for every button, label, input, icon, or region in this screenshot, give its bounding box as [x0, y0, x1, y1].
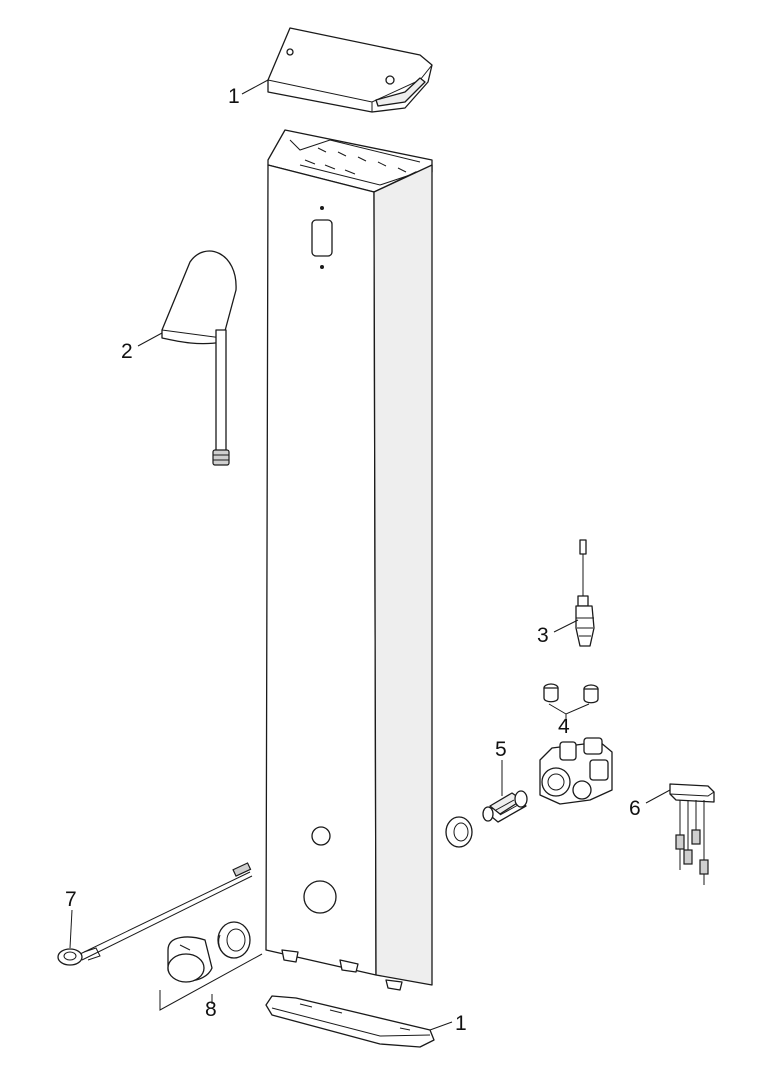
- callout-4: 4: [558, 715, 570, 738]
- panel-body: [265, 129, 433, 991]
- callout-6: 6: [629, 797, 641, 820]
- leader-lines: [69, 79, 671, 1031]
- callout-5: 5: [495, 738, 507, 761]
- top-lid: [267, 27, 433, 113]
- push-button: [57, 862, 253, 966]
- check-valves: [543, 683, 599, 704]
- callout-1-bottom: 1: [455, 1012, 467, 1035]
- spout: [161, 250, 237, 466]
- callout-8: 8: [205, 998, 217, 1021]
- cable-connector: [669, 783, 715, 885]
- base-cover: [265, 995, 435, 1048]
- thermostatic-cartridge: [445, 790, 528, 848]
- valve-housing: [539, 737, 613, 805]
- callout-7: 7: [65, 888, 77, 911]
- callout-3: 3: [537, 624, 549, 647]
- callout-2: 2: [121, 340, 133, 363]
- solenoid-valve: [575, 539, 595, 647]
- callout-labels: 1 2 3 4 5 6 7 8 1: [65, 85, 641, 1035]
- handle-set: [167, 921, 251, 983]
- callout-1-top: 1: [228, 85, 240, 108]
